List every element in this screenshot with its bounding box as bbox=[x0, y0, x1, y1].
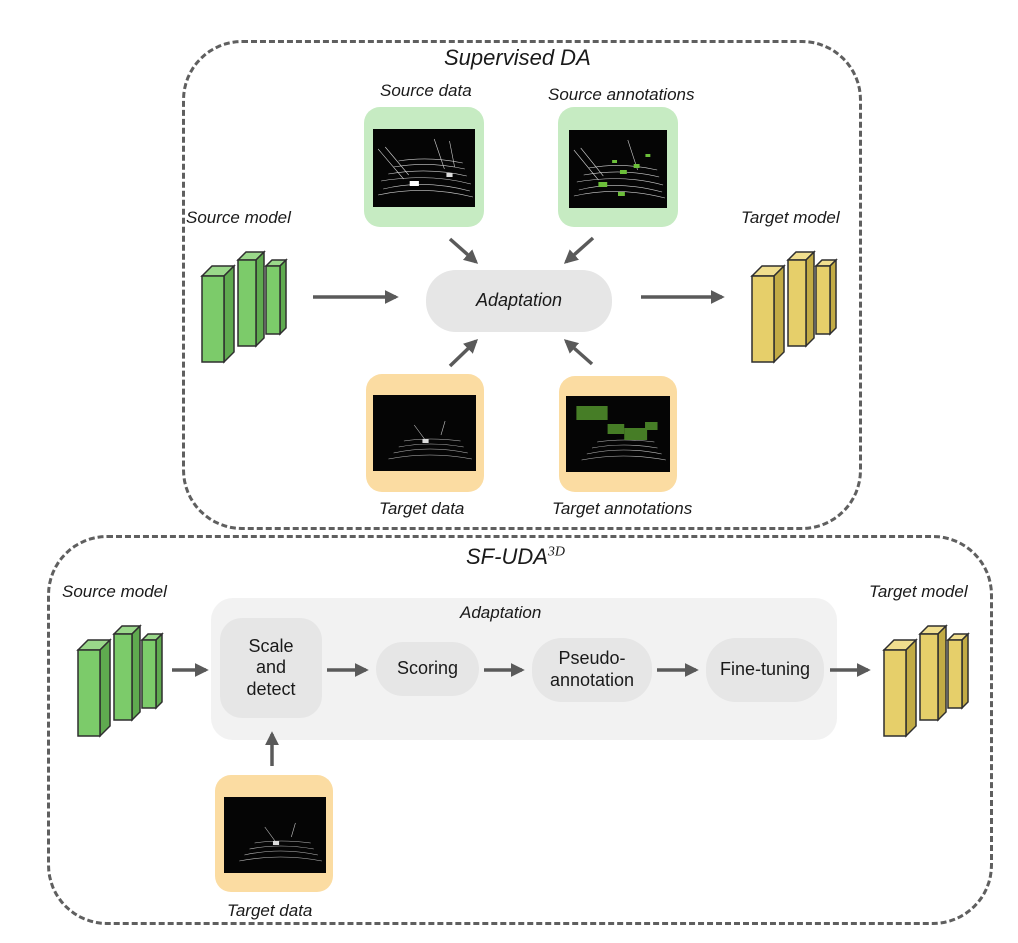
source-annotations-scan-image bbox=[569, 130, 667, 208]
sfuda-target-data-label: Target data bbox=[227, 901, 313, 920]
supervised-target-model-icon bbox=[748, 226, 848, 371]
scoring-label: Scoring bbox=[396, 658, 459, 679]
supervised-target-model-label: Target model bbox=[741, 208, 840, 227]
sfuda-title-main: SF-UDA bbox=[466, 544, 548, 569]
target-data-label: Target data bbox=[379, 499, 465, 518]
sfuda-frame bbox=[47, 535, 993, 925]
pseudo-annotation-node: Pseudo- annotation bbox=[532, 638, 652, 702]
target-data-scan-image bbox=[373, 395, 476, 471]
fine-tuning-node: Fine-tuning bbox=[706, 638, 824, 702]
sfuda-source-model-label: Source model bbox=[62, 582, 167, 601]
source-data-scan-image bbox=[373, 129, 475, 207]
sfuda-target-data-scan-image bbox=[224, 797, 326, 873]
scale-and-detect-node: Scale and detect bbox=[220, 618, 322, 718]
sfuda-source-model-icon bbox=[74, 600, 174, 745]
target-annotations-scan-image bbox=[566, 396, 670, 472]
supervised-da-frame bbox=[182, 40, 862, 530]
sfuda-title: SF-UDA3D bbox=[466, 544, 565, 570]
scoring-node: Scoring bbox=[376, 642, 479, 696]
supervised-source-model-icon bbox=[198, 226, 298, 371]
sfuda-title-sup: 3D bbox=[547, 544, 566, 560]
source-data-label: Source data bbox=[380, 81, 472, 100]
supervised-adaptation-label: Adaptation bbox=[475, 290, 563, 311]
fine-tuning-label: Fine-tuning bbox=[719, 659, 811, 680]
sfuda-adaptation-label: Adaptation bbox=[460, 603, 542, 622]
supervised-adaptation-node: Adaptation bbox=[426, 270, 612, 332]
target-annotations-label: Target annotations bbox=[552, 499, 693, 518]
scale-and-detect-label: Scale and detect bbox=[246, 635, 296, 699]
sfuda-target-model-label: Target model bbox=[869, 582, 968, 601]
sfuda-target-model-icon bbox=[880, 600, 980, 745]
supervised-source-model-label: Source model bbox=[186, 208, 291, 227]
pseudo-annotation-label: Pseudo- annotation bbox=[549, 648, 635, 690]
source-annotations-label: Source annotations bbox=[548, 85, 695, 104]
supervised-da-title: Supervised DA bbox=[444, 45, 591, 70]
